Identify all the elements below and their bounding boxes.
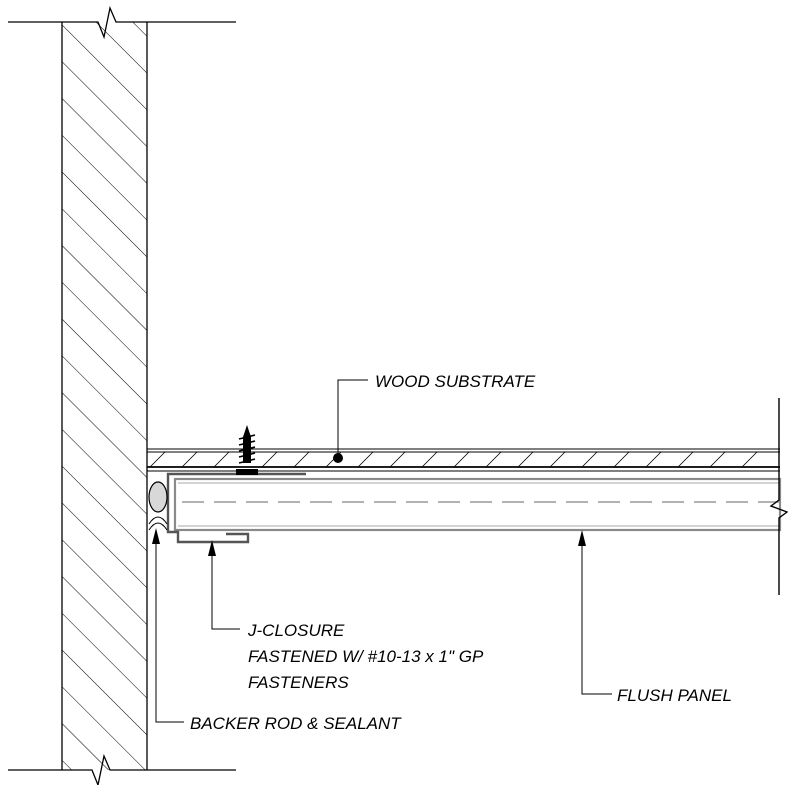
flush-panel-label: FLUSH PANEL <box>617 686 732 705</box>
j-closure <box>166 472 306 544</box>
break-line-top <box>8 5 236 40</box>
backer-rod-sealant <box>148 481 168 531</box>
j-closure-leader <box>208 540 240 630</box>
masonry-wall <box>61 22 148 770</box>
wood-substrate <box>147 448 780 472</box>
break-line-right <box>769 398 788 595</box>
j-closure-fastened-label: FASTENED W/ #10-13 x 1" GP <box>248 647 484 666</box>
flush-panel-leader <box>578 530 612 695</box>
wood-substrate-leader <box>333 379 368 463</box>
j-closure-label: J-CLOSURE <box>247 621 345 640</box>
j-closure-fasteners-label: FASTENERS <box>248 673 349 692</box>
wood-substrate-label: WOOD SUBSTRATE <box>375 372 536 391</box>
flush-panel <box>173 477 782 532</box>
backer-rod-leader <box>152 528 184 723</box>
backer-rod-label: BACKER ROD & SEALANT <box>190 714 402 733</box>
break-line-bottom <box>8 753 236 785</box>
fastener-screw <box>236 425 258 475</box>
